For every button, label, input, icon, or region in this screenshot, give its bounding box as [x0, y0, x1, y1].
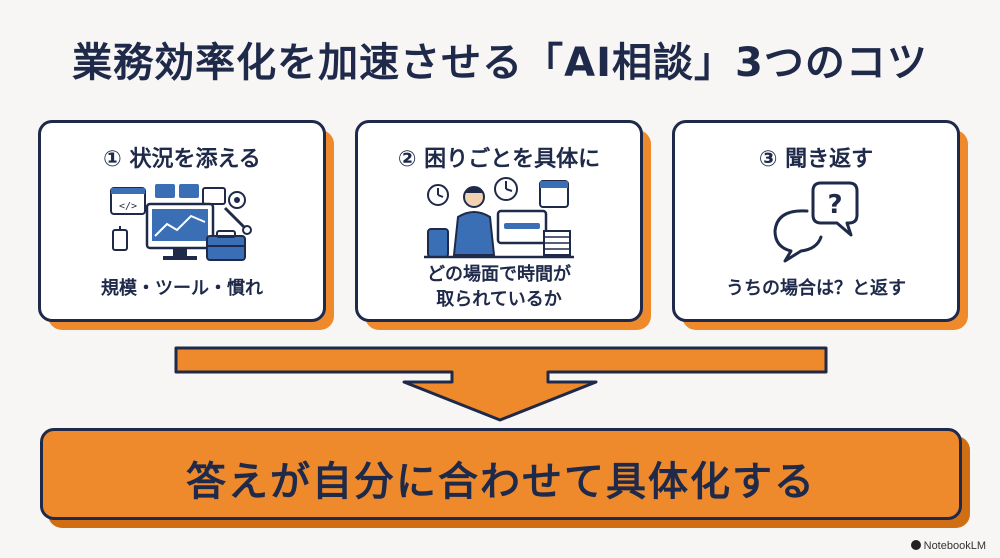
result-text: 答えが自分に合わせて具体化する [186, 459, 816, 505]
result-box: 答えが自分に合わせて具体化する [40, 428, 970, 528]
busy-worker-illustration [424, 177, 574, 259]
svg-text:</>: </> [119, 201, 137, 212]
tip-card-1: ① 状況を添える </> 規模・ツール・慣れ [38, 120, 334, 330]
tip-caption-line: 取られているか [436, 289, 562, 310]
tip-card-2: ② 困りごとを具体に どの場面で時間が 取られているか [355, 120, 651, 330]
brand-label: NotebookLM [910, 540, 986, 552]
tip-card-3: ③ 聞き返す ? うちの場合は？と返す [672, 120, 968, 330]
card-body: ② 困りごとを具体に どの場面で時間が 取られているか [355, 120, 643, 322]
question-bubbles-icon: ? [773, 181, 859, 263]
page-title: 業務効率化を加速させる「AI相談」3つのコツ [72, 40, 928, 86]
card-body: ① 状況を添える </> 規模・ツール・慣れ [38, 120, 326, 322]
tip-title: ① 状況を添える [103, 147, 261, 172]
down-arrow-icon [174, 346, 828, 422]
notebooklm-logo-icon [910, 540, 921, 550]
result-body: 答えが自分に合わせて具体化する [40, 428, 962, 520]
card-body: ③ 聞き返す ? うちの場合は？と返す [672, 120, 960, 322]
tip-caption-line: どの場面で時間が [427, 264, 571, 285]
tip-title: ③ 聞き返す [758, 147, 874, 172]
it-tools-illustration: </> [110, 184, 252, 261]
svg-text:?: ? [827, 190, 842, 220]
brand-name: NotebookLM [923, 540, 986, 552]
tip-caption-line: うちの場合は？と返す [726, 278, 906, 299]
tip-title: ② 困りごとを具体に [397, 147, 601, 172]
tip-caption-line: 規模・ツール・慣れ [101, 278, 263, 299]
